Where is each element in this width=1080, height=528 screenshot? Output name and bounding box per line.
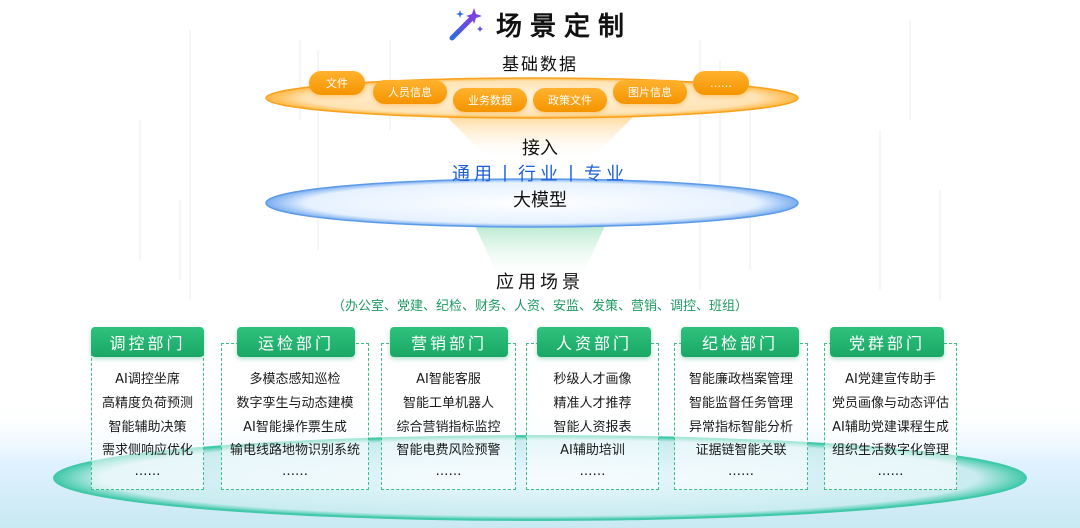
dept-item: 精准人才推荐 <box>553 396 632 411</box>
dept-item: AI辅助党建课程生成 <box>832 420 949 435</box>
dept-item: AI辅助培训 <box>560 443 625 458</box>
sparkle-wand-icon <box>449 8 483 41</box>
dept-item: 智能工单机器人 <box>402 396 494 411</box>
dept-item: 组织生活数字化管理 <box>831 443 949 458</box>
dept-item: 输电线路地物识别系统 <box>229 443 360 458</box>
dept-item: 数字孪生与动态建模 <box>236 396 354 411</box>
dept-item: 智能辅助决策 <box>108 420 187 435</box>
data-chip-more: …… <box>693 71 749 95</box>
dept-item: 证据链智能关联 <box>695 443 787 458</box>
dept-header: 纪检部门 <box>681 327 799 357</box>
dept-item: 多模态感知巡检 <box>249 372 341 387</box>
dept-header: 人资部门 <box>537 327 651 357</box>
dept-item: AI智能客服 <box>416 372 481 387</box>
dept-item: 秒级人才画像 <box>553 372 632 387</box>
dept-item: …… <box>282 464 308 479</box>
dept-box: 智能廉政档案管理智能监督任务管理异常指标智能分析证据链智能关联 …… <box>674 343 808 490</box>
dept-item: 智能电费风险预警 <box>396 443 501 458</box>
dept-box: AI调控坐席高精度负荷预测智能辅助决策需求侧响应优化 …… <box>91 343 204 490</box>
dept-item: …… <box>728 464 754 479</box>
data-chip-image: 图片信息 <box>613 80 687 104</box>
dept-header: 党群部门 <box>830 327 944 357</box>
dept-box: AI智能客服智能工单机器人综合营销指标监控智能电费风险预警 …… <box>381 343 516 490</box>
data-chip-personnel: 人员信息 <box>373 80 447 104</box>
dept-item: 综合营销指标监控 <box>396 420 501 435</box>
dept-item: 智能人资报表 <box>553 420 632 435</box>
dept-item: 高精度负荷预测 <box>101 396 193 411</box>
dept-box: 多模态感知巡检数字孪生与动态建模 AI智能操作票生成输电线路地物识别系统 …… <box>221 343 369 490</box>
dept-item: 智能监督任务管理 <box>688 396 793 411</box>
app-scene-label: 应用场景 <box>496 272 584 293</box>
dept-item: …… <box>579 464 606 479</box>
dept-item: 异常指标智能分析 <box>688 420 793 435</box>
dept-item: AI调控坐席 <box>115 372 180 387</box>
data-chip-file: 文件 <box>309 71 365 95</box>
model-types-label: 通用丨行业丨专业 <box>452 164 628 185</box>
dept-item: 党员画像与动态评估 <box>831 396 949 411</box>
dept-header: 营销部门 <box>390 327 508 357</box>
dept-box: 秒级人才画像精准人才推荐智能人资报表 AI辅助培训 …… <box>526 343 659 490</box>
dept-item: 需求侧响应优化 <box>101 443 193 458</box>
dept-header: 调控部门 <box>91 327 204 357</box>
page-title: 场景定制 <box>495 11 632 42</box>
base-data-label: 基础数据 <box>502 55 578 75</box>
data-chip-policy: 政策文件 <box>533 88 607 112</box>
app-scene-depts: （办公室、党建、纪检、财务、人资、安监、发策、营销、调控、班组） <box>331 299 748 314</box>
model-label: 大模型 <box>513 190 567 211</box>
dept-item: 智能廉政档案管理 <box>688 372 793 387</box>
dept-item: …… <box>134 464 161 479</box>
dept-item: …… <box>877 464 904 479</box>
access-label: 接入 <box>522 138 558 159</box>
dept-box: AI党建宣传助手党员画像与动态评估 AI辅助党建课程生成组织生活数字化管理 …… <box>824 343 957 490</box>
title-row: 场景定制 <box>0 6 1080 42</box>
dept-header: 运检部门 <box>237 327 355 357</box>
dept-item: AI智能操作票生成 <box>243 420 347 435</box>
dept-item: AI党建宣传助手 <box>845 372 936 387</box>
data-chip-business: 业务数据 <box>453 88 527 112</box>
dept-item: …… <box>435 464 462 479</box>
